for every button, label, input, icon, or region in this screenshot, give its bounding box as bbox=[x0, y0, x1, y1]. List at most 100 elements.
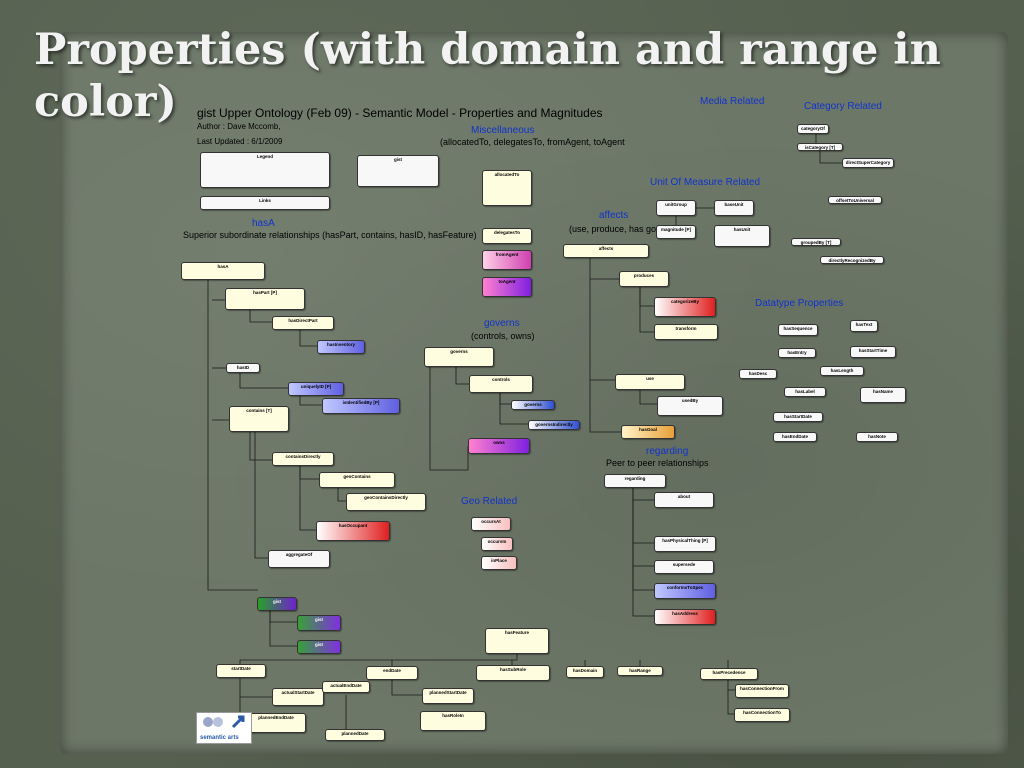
connector-line bbox=[269, 611, 297, 623]
property-node-uom-1: unitGroup bbox=[656, 200, 696, 216]
property-node-dt-3: hasEntry bbox=[778, 348, 816, 358]
property-node-end-date: endDate bbox=[366, 666, 418, 680]
group-label-hasa: hasA bbox=[252, 218, 275, 229]
property-node-title: hasStartTime bbox=[858, 348, 888, 353]
property-node-title: hasSubRole bbox=[499, 667, 526, 672]
property-node-cond-5: hasConnectionFrom bbox=[735, 684, 789, 698]
last-updated: Last Updated : 6/1/2009 bbox=[197, 137, 283, 146]
property-node-title: hasSequence bbox=[783, 326, 813, 331]
connector-line bbox=[589, 258, 621, 433]
property-node-title: categorizeBy bbox=[670, 299, 699, 304]
property-node-regarding: regarding bbox=[604, 474, 666, 488]
property-node-occurs-in: occursIn bbox=[481, 537, 513, 551]
connector-line bbox=[429, 367, 469, 471]
property-node-title: regarding bbox=[624, 476, 646, 481]
property-node-to-agent: toAgent bbox=[482, 277, 532, 297]
group-label-category-related: Category Related bbox=[804, 101, 882, 112]
author-line: Author : Dave Mccomb, bbox=[197, 122, 281, 131]
property-node-cat-2: isCategory [T] bbox=[797, 143, 843, 151]
property-node-title: uniquelyID [P] bbox=[300, 384, 332, 389]
property-node-title: Legend bbox=[256, 154, 273, 159]
property-node-title: categoryOf bbox=[801, 126, 825, 131]
property-node-about: about bbox=[654, 492, 714, 508]
property-node-title: transform bbox=[675, 326, 697, 331]
property-node-title: offsetToUniversal bbox=[836, 198, 874, 203]
property-node-title: hasRange bbox=[629, 668, 651, 673]
property-node-contains: contains [T] bbox=[229, 406, 289, 432]
slide-title: Properties (with domain and range in col… bbox=[34, 25, 941, 127]
property-node-title: occursAt bbox=[481, 519, 501, 524]
property-node-gist-1: gist bbox=[297, 615, 341, 631]
property-node-has-goal: hasGoal bbox=[621, 425, 675, 439]
governs-subtitle: (controls, owns) bbox=[471, 331, 535, 341]
property-node-affects: affects bbox=[563, 244, 649, 258]
property-node-title: geoContains bbox=[343, 474, 371, 479]
connector-line bbox=[632, 488, 654, 591]
property-node-title: use bbox=[646, 376, 654, 381]
property-node-uom-2: baseUnit bbox=[714, 200, 754, 216]
property-node-use-by: usedBy bbox=[657, 396, 723, 416]
property-node-cat-4: offsetToUniversal bbox=[828, 196, 882, 204]
connector-line bbox=[239, 373, 288, 389]
connector-line bbox=[239, 654, 518, 664]
property-node-title: endDate bbox=[383, 668, 401, 673]
property-node-dt-4: hasStartTime bbox=[850, 346, 896, 358]
property-node-title: gist bbox=[314, 617, 323, 622]
property-node-has-sub: hasSubRole bbox=[476, 665, 550, 681]
property-node-dt-7: hasLabel bbox=[784, 387, 826, 397]
property-node-title: hasID bbox=[236, 365, 250, 370]
semantic-arts-logo: semantic arts bbox=[196, 712, 252, 744]
property-node-geo-contains-directly: geoContainsDirectly bbox=[346, 493, 426, 511]
property-node-planned-end: plannedEndDate bbox=[246, 713, 306, 733]
property-node-title: hasEndDate bbox=[781, 434, 808, 439]
property-node-title: supersede bbox=[672, 562, 696, 567]
property-node-supersede: supersede bbox=[654, 560, 714, 574]
property-node-title: Links bbox=[259, 198, 271, 203]
connector-line bbox=[632, 488, 654, 617]
group-label-media-related: Media Related bbox=[700, 96, 765, 107]
property-node-contains-directly: containsDirectly bbox=[272, 452, 334, 466]
property-node-title: plannedStartDate bbox=[429, 690, 467, 695]
connector-line bbox=[391, 680, 422, 696]
connector-line bbox=[499, 393, 528, 425]
property-node-title: governsIndirectly bbox=[535, 422, 573, 427]
connector-line bbox=[337, 488, 346, 502]
property-node-title: allocatedTo bbox=[494, 172, 520, 177]
property-node-gist-0: gist bbox=[257, 597, 297, 611]
group-label-miscellaneous: Miscellaneous bbox=[471, 125, 535, 136]
connector-line bbox=[299, 466, 316, 531]
property-node-hasA: hasA bbox=[181, 262, 265, 280]
property-node-links: Links bbox=[200, 196, 330, 210]
connector-line bbox=[207, 280, 258, 591]
connector-line bbox=[455, 367, 469, 385]
property-node-gist: gist bbox=[357, 155, 439, 187]
property-node-title: hasPhysicalThing [P] bbox=[662, 538, 708, 543]
property-node-title: plannedDate bbox=[341, 731, 369, 736]
property-node-allocated-to: allocatedTo bbox=[482, 170, 532, 206]
connector-line bbox=[499, 393, 511, 405]
property-node-title: contains [T] bbox=[246, 408, 272, 413]
property-node-title: hasDesc bbox=[748, 371, 768, 376]
property-node-title: about bbox=[677, 494, 691, 499]
property-node-dt-6: hasLength bbox=[820, 366, 864, 376]
property-node-title: hasGoal bbox=[639, 427, 657, 432]
property-node-title: directSuperCategory bbox=[845, 160, 891, 165]
property-node-cond-6: hasConnectionTo bbox=[734, 708, 790, 722]
property-node-title: hasConnectionTo bbox=[743, 710, 781, 715]
property-node-title: isCategory [T] bbox=[804, 145, 836, 150]
property-node-uom-4: hasUnit bbox=[714, 225, 770, 247]
property-node-cat-3: directSuperCategory bbox=[842, 158, 894, 168]
property-node-gov-c: governsIndirectly bbox=[528, 420, 580, 430]
property-node-governs: governs bbox=[424, 347, 494, 367]
group-label-affects: affects bbox=[599, 210, 629, 221]
connector-line bbox=[299, 396, 322, 406]
property-node-title: gist bbox=[272, 599, 281, 604]
connector-line bbox=[269, 611, 297, 647]
property-node-gist-2: gist bbox=[297, 640, 341, 654]
property-node-has-part: hasPart [P] bbox=[225, 288, 305, 310]
connector-line bbox=[632, 488, 654, 501]
property-node-title: affects bbox=[598, 246, 614, 251]
property-node-title: governs bbox=[524, 402, 542, 407]
